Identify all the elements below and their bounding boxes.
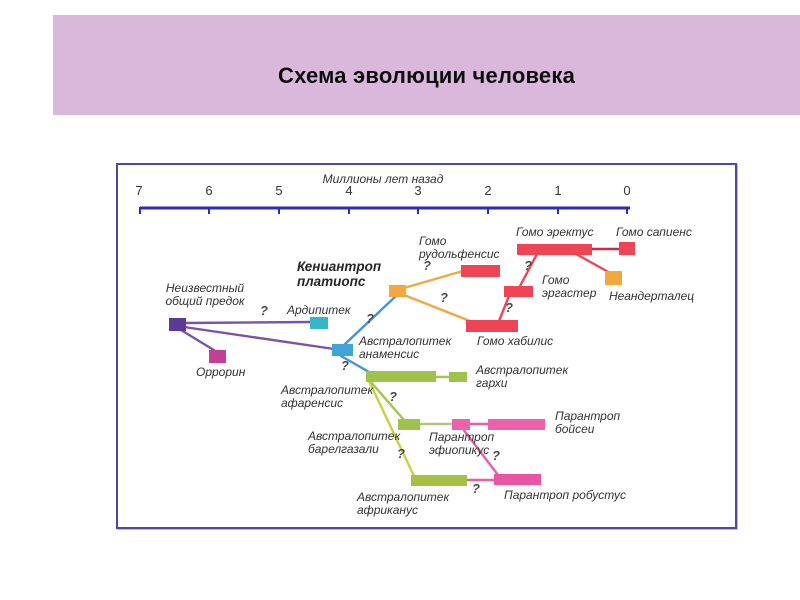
label-ardipithecus: Ардипитек xyxy=(287,303,351,317)
question-mark-anamensis-kenyanthropus: ? xyxy=(366,311,374,326)
tick-label-7: 7 xyxy=(135,183,143,198)
label-anamensis: Австралопитек анаменсис xyxy=(359,334,452,361)
question-mark-africanus-robustus: ? xyxy=(472,481,480,496)
label-boisei: Парантроп бойсеи xyxy=(555,409,621,436)
tick-label-5: 5 xyxy=(275,183,283,198)
tick-label-0: 0 xyxy=(623,183,631,198)
label-kenyanthropus: Кениантроп платиопс xyxy=(297,259,382,289)
question-mark-ergaster-habilis: ? xyxy=(505,300,513,315)
question-mark-ancestor-ardipithecus: ? xyxy=(260,303,268,318)
slide-title: Схема эволюции человека xyxy=(277,63,576,88)
tick-label-2: 2 xyxy=(484,183,492,198)
label-erectus: Гомо эректус xyxy=(516,225,594,239)
label-sapiens: Гомо сапиенс xyxy=(616,225,692,239)
label-unknown-ancestor: Неизвестный общий предок xyxy=(165,281,245,308)
tick-label-1: 1 xyxy=(554,183,562,198)
label-bahrelghazali: Австралопитек барелгазали xyxy=(308,429,401,456)
tick-label-4: 4 xyxy=(345,183,353,198)
label-afarensis: Австралопитек афаренсис xyxy=(281,383,374,410)
question-mark-aethiopicus-robustus: ? xyxy=(492,448,500,463)
question-mark-afarensis-bahrelghazali: ? xyxy=(389,389,397,404)
label-africanus: Австралопитек африканус xyxy=(357,490,450,517)
question-mark-kenyanthropus-rudolfensis: ? xyxy=(423,258,431,273)
label-ororin: Оррорин xyxy=(196,365,246,379)
label-rudolfensis: Гомо рудольфенсис xyxy=(419,234,500,261)
question-mark-erectus-ergaster: ? xyxy=(524,258,532,273)
question-mark-afarensis-africanus: ? xyxy=(397,446,405,461)
title-banner: Схема эволюции человека xyxy=(53,15,800,115)
label-garhi: Австралопитек гархи xyxy=(476,363,569,390)
label-neanderthal: Неандерталец xyxy=(609,289,695,303)
timeline-title: Миллионы лет назад xyxy=(322,172,444,186)
label-aethiopicus: Парантроп эфиопикус xyxy=(429,430,495,457)
tick-label-6: 6 xyxy=(205,183,213,198)
label-habilis: Гомо хабилис xyxy=(477,334,554,348)
tick-label-3: 3 xyxy=(414,183,422,198)
question-mark-kenyanthropus-habilis: ? xyxy=(440,290,448,305)
question-mark-anamensis-afarensis: ? xyxy=(341,358,349,373)
label-robustus: Парантроп робустус xyxy=(504,488,627,502)
label-ergaster: Гомо эргастер xyxy=(542,273,597,300)
